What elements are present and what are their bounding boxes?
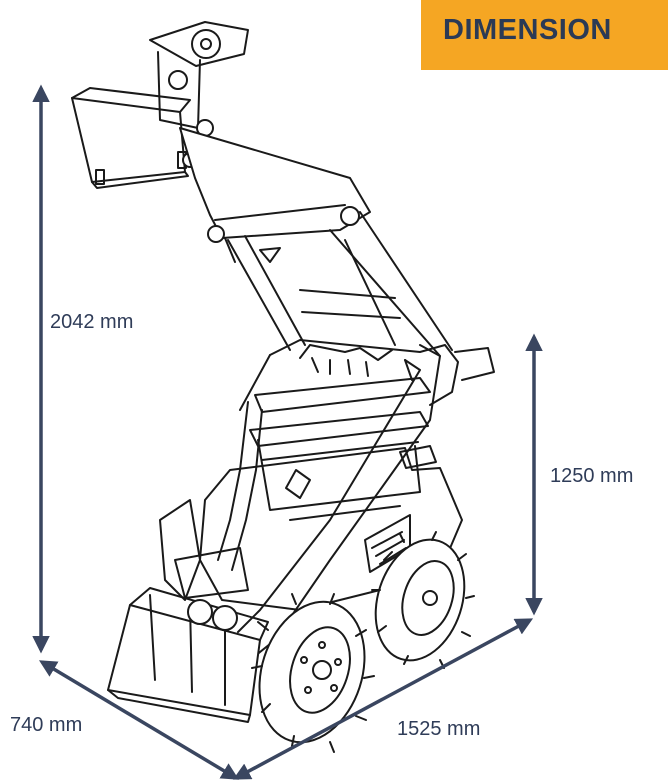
tilt-cylinder [149, 21, 249, 168]
lift-arms [179, 127, 453, 357]
lift-height-label: 1250 mm [550, 465, 634, 487]
length-dimension-line [232, 618, 534, 780]
machine-frame [239, 339, 495, 447]
height-label: 2042 mm [50, 311, 134, 333]
width-label: 740 mm [10, 714, 83, 736]
length-label: 1525 mm [397, 718, 481, 740]
width-dimension-line [38, 660, 240, 780]
banner-title: DIMENSION [443, 14, 612, 46]
title-banner: DIMENSION [421, 0, 668, 70]
